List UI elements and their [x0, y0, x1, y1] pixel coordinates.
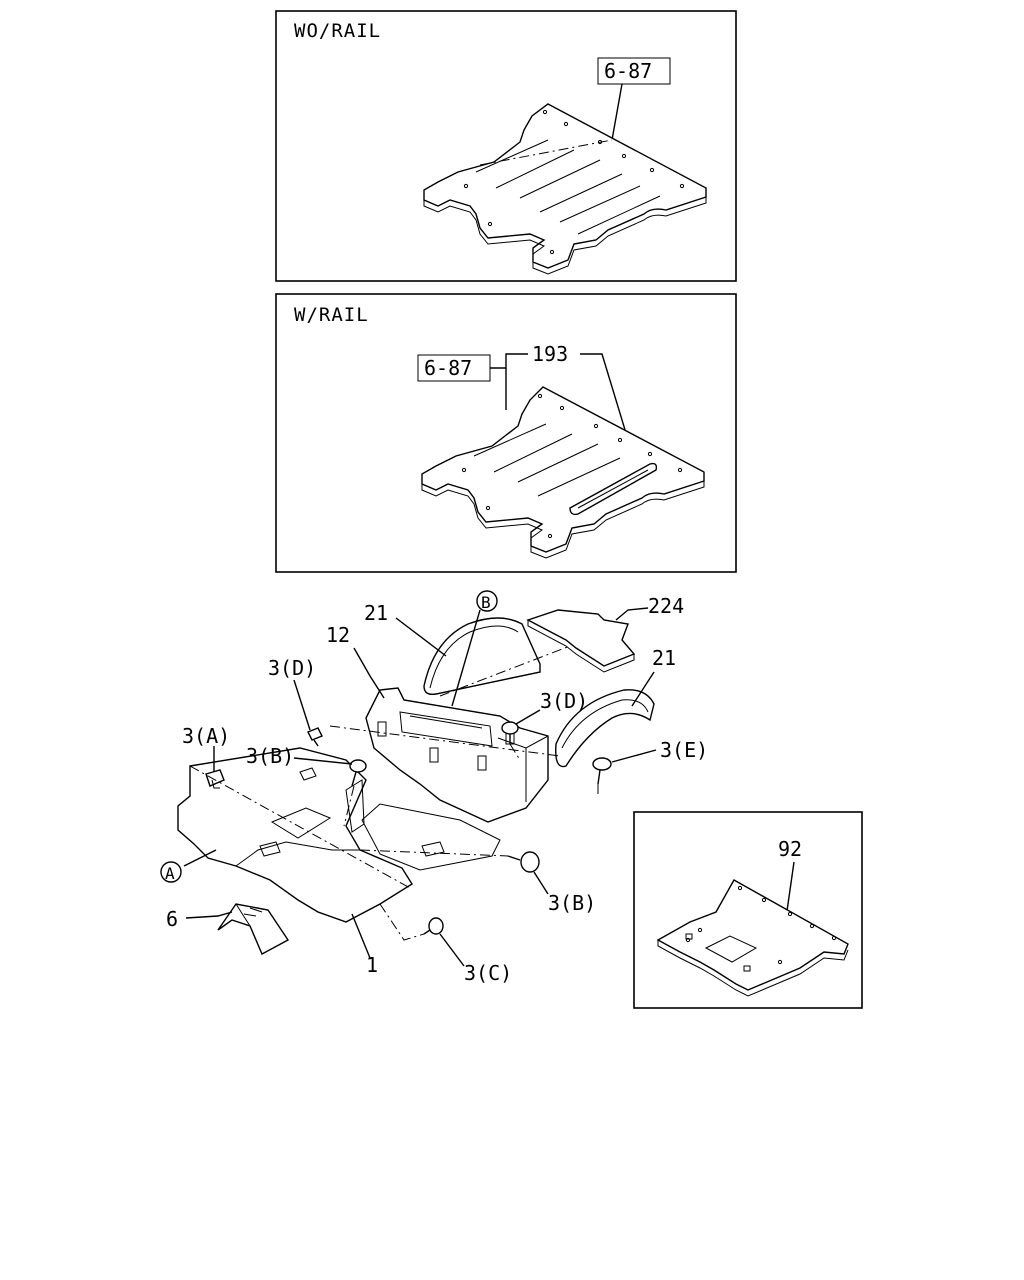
- screw-3e: [592, 757, 612, 785]
- ref-circle-b-letter: B: [481, 593, 491, 612]
- callout-224: 224: [648, 594, 684, 618]
- floor-board-w-rail: [421, 386, 705, 559]
- wheel-arch-21: [555, 689, 655, 768]
- front-carpet-1: [177, 747, 501, 923]
- callout-3b-right: 3(B): [548, 891, 596, 915]
- callout-21-arch: 21: [652, 646, 676, 670]
- clip-3d-left: [307, 727, 323, 747]
- ref-circle-a-letter: A: [165, 864, 175, 883]
- part-193-label: 193: [532, 342, 568, 366]
- floor-panel-92: [656, 879, 849, 997]
- ref-circle-b: [476, 590, 498, 612]
- clip-3a: [205, 769, 225, 789]
- panel-wo-rail-title: WO/RAIL: [294, 20, 381, 42]
- callout-1: 1: [366, 953, 378, 977]
- screw-3b-left: [349, 759, 367, 787]
- screw-3c: [423, 917, 444, 935]
- callout-3d-right: 3(D): [540, 689, 588, 713]
- ref-circle-a: [160, 861, 182, 883]
- callout-3c: 3(C): [464, 961, 512, 985]
- rear-carpet-12: [365, 687, 549, 823]
- wheelhouse-cover-21: [423, 617, 541, 696]
- panel-w-rail-title: W/RAIL: [294, 304, 369, 326]
- floor-board-wo-rail: [423, 103, 707, 275]
- callout-3e: 3(E): [660, 738, 708, 762]
- callout-6: 6: [166, 907, 178, 931]
- rail-193: [569, 462, 658, 516]
- panel-wo-rail: WO/RAIL 6-87: [275, 10, 737, 282]
- panel-w-rail: W/RAIL 6-87 193: [275, 293, 737, 573]
- panel-inset-92: 92: [633, 811, 863, 1009]
- ref-6-87-label: 6-87: [424, 356, 472, 380]
- ref-6-87-label: 6-87: [604, 59, 652, 83]
- clip-3d-right: [501, 721, 519, 744]
- callout-3b-left: 3(B): [246, 744, 294, 768]
- callout-3a: 3(A): [182, 724, 230, 748]
- callout-3d-left: 3(D): [268, 656, 316, 680]
- callout-92: 92: [778, 837, 802, 861]
- callout-21-top: 21: [364, 601, 388, 625]
- screw-3b-right: [507, 851, 540, 873]
- ref-box: [597, 57, 671, 85]
- callout-12: 12: [326, 623, 350, 647]
- main-floor-assembly: B A 21 224 12 21 3(D) 3(D) 3(A) 3(B) 3(E…: [160, 590, 708, 985]
- pad-224: [526, 609, 636, 673]
- bracket-pad-6: [217, 903, 290, 955]
